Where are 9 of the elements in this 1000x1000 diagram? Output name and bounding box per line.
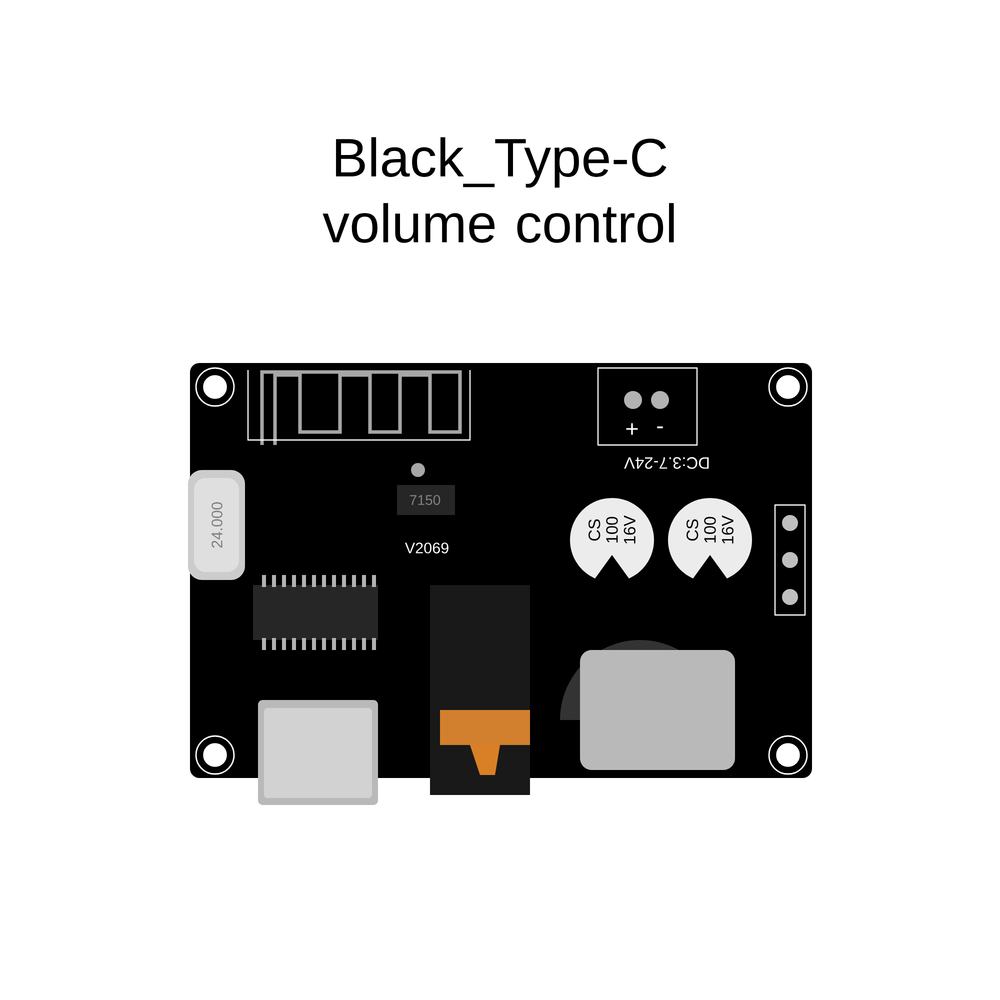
title: Black_Type-C volume control — [322, 137, 674, 243]
silkscreen-text: V2069 — [404, 542, 448, 554]
crystal-marking: 24.000 — [212, 502, 222, 548]
chip-marking: 7150 — [410, 495, 440, 505]
polarity-mark: - — [657, 426, 663, 428]
silkscreen-text: DC:3.7-24V — [624, 457, 709, 469]
capacitor-marking: CS 100 16V — [686, 515, 734, 544]
polarity-mark: + — [626, 423, 638, 435]
capacitor-marking: CS 100 16V — [588, 515, 636, 544]
